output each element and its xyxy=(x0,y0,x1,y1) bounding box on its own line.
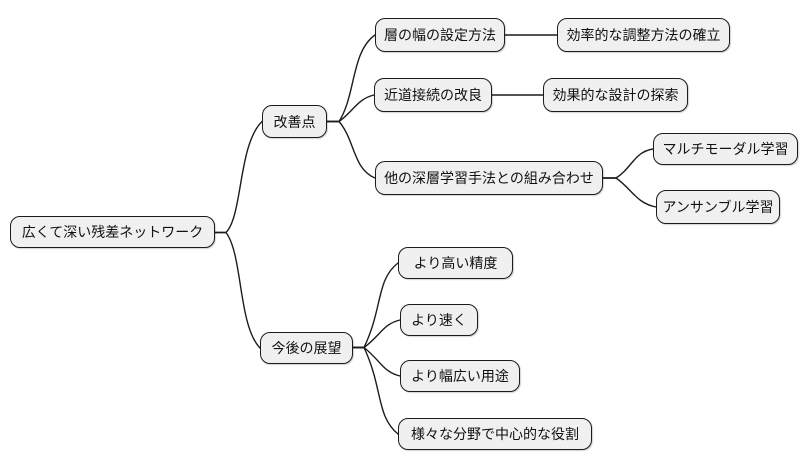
node-effective-design[interactable]: 効果的な設計の探索 xyxy=(543,78,688,112)
edge-improvements-shortcut xyxy=(326,94,375,123)
node-root[interactable]: 広くて深い残差ネットワーク xyxy=(10,216,215,248)
edge-root-improvements xyxy=(214,120,263,234)
edge-improvements-combination xyxy=(326,120,376,179)
edge-improvements-layer-width xyxy=(326,34,376,123)
node-improvements[interactable]: 改善点 xyxy=(262,105,327,138)
node-combination-other-methods[interactable]: 他の深層学習手法との組み合わせ xyxy=(375,161,603,195)
edge-combination-multimodal xyxy=(602,148,654,179)
node-ensemble-learning[interactable]: アンサンブル学習 xyxy=(656,190,780,224)
node-higher-accuracy[interactable]: より高い精度 xyxy=(398,247,513,279)
edge-future-accuracy xyxy=(352,262,399,349)
edge-future-roles xyxy=(352,346,399,435)
node-efficient-tuning[interactable]: 効率的な調整方法の確立 xyxy=(557,18,730,52)
node-layer-width-setting[interactable]: 層の幅の設定方法 xyxy=(375,18,505,52)
node-central-role-in-fields[interactable]: 様々な分野で中心的な役割 xyxy=(398,418,592,450)
node-multimodal-learning[interactable]: マルチモーダル学習 xyxy=(653,133,798,165)
edge-root-future xyxy=(214,231,261,349)
node-wider-applications[interactable]: より幅広い用途 xyxy=(400,360,520,392)
edge-future-wider xyxy=(352,346,401,377)
node-faster[interactable]: より速く xyxy=(400,304,478,336)
edge-combination-ensemble xyxy=(602,177,657,208)
edge-future-faster xyxy=(352,319,401,349)
node-shortcut-improvement[interactable]: 近道接続の改良 xyxy=(374,78,492,112)
node-future-outlook[interactable]: 今後の展望 xyxy=(260,332,353,364)
